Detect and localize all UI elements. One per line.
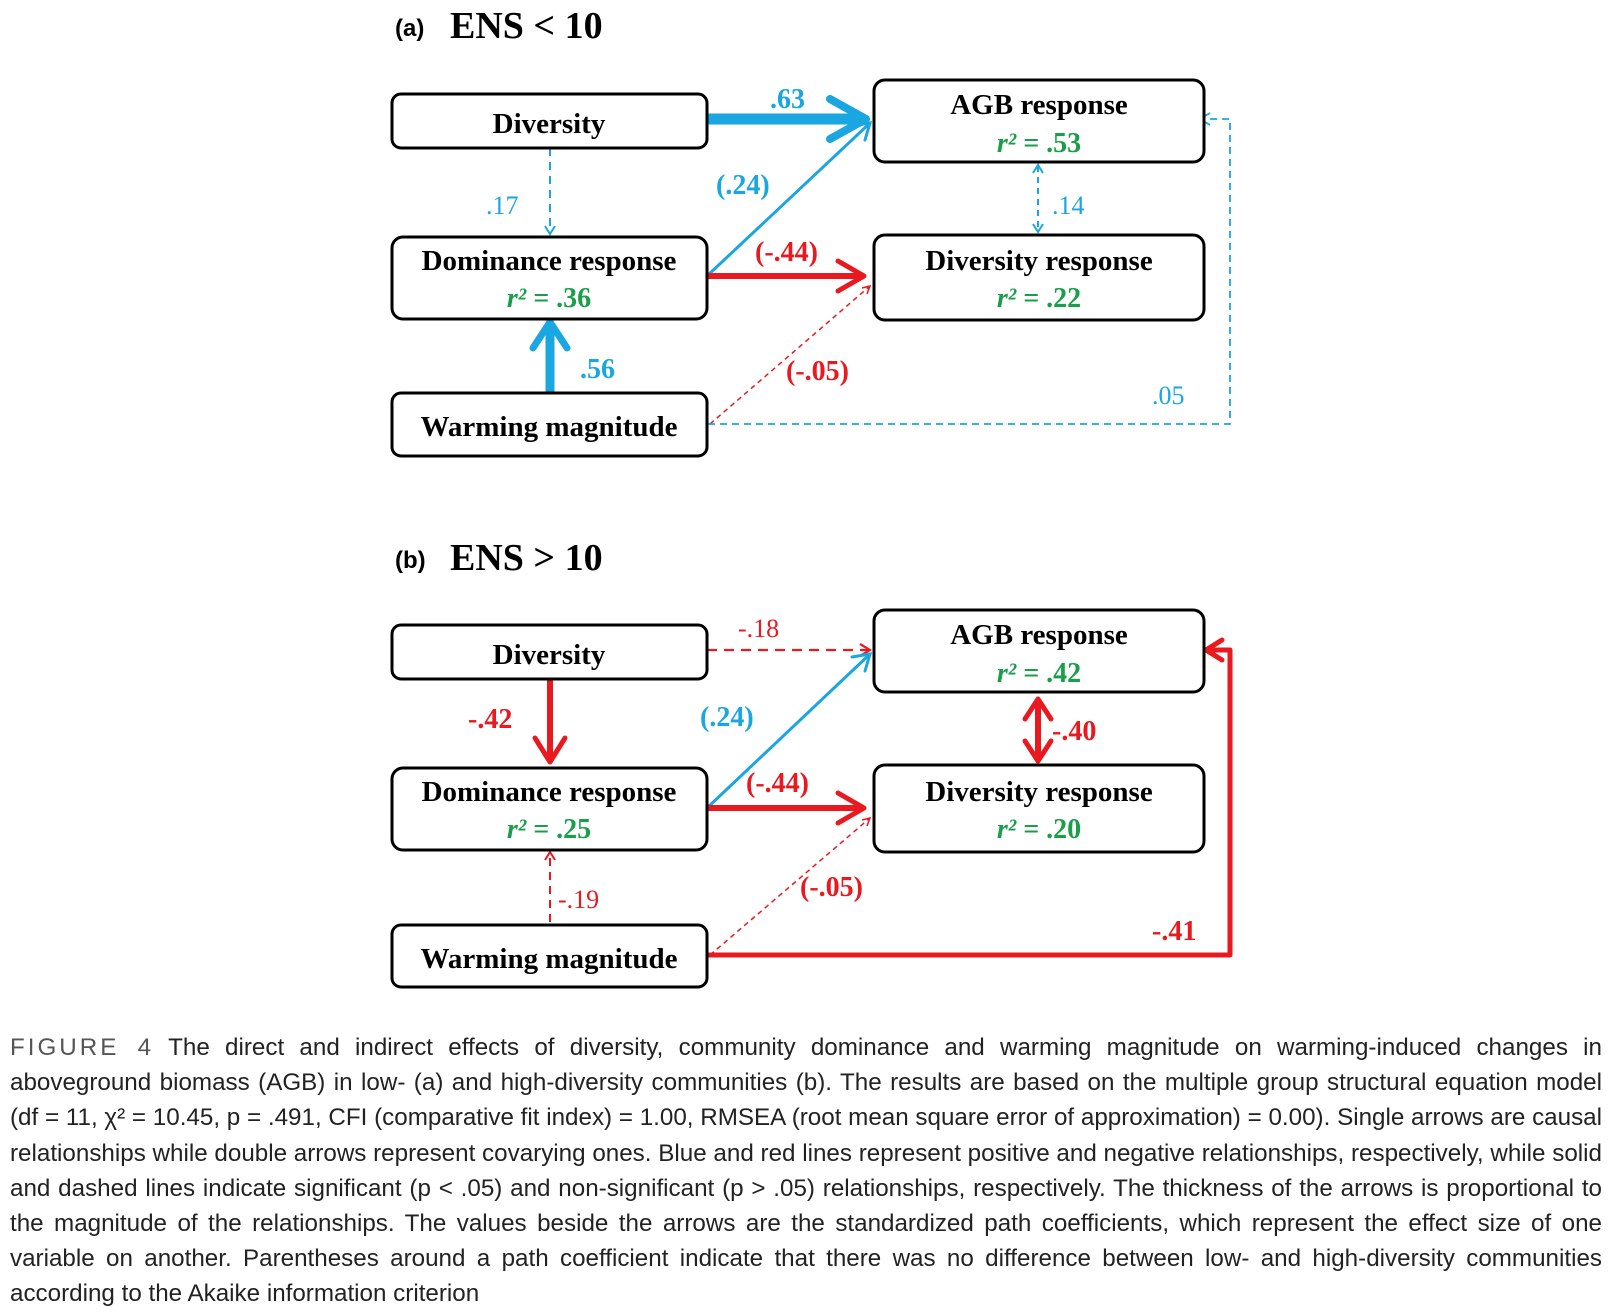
coef-b-warming-agb: -.41 xyxy=(1152,916,1196,947)
r2-prefix: r² = xyxy=(507,814,556,845)
panel-b-label: (b) xyxy=(395,547,426,574)
box-b-divresp-r2: r² = .20 xyxy=(997,814,1081,845)
path-b-diversity-dominance xyxy=(532,677,568,765)
path-a-diversity-dominance xyxy=(544,148,556,236)
path-b-dominance-divresp xyxy=(704,790,867,826)
box-b-agb-label: AGB response xyxy=(950,619,1128,651)
box-b-divresp: Diversity response r² = .20 xyxy=(872,763,1206,854)
r2-prefix: r² = xyxy=(997,814,1046,845)
coef-a-warming-divresp: (-.05) xyxy=(786,356,849,387)
path-a-dominance-divresp xyxy=(704,258,867,294)
box-b-dominance-label: Dominance response xyxy=(422,776,677,808)
r2-prefix: r² = xyxy=(507,283,556,314)
coef-a-diversity-dominance: .17 xyxy=(486,191,519,220)
r2-prefix: r² = xyxy=(997,128,1046,159)
box-b-diversity: Diversity xyxy=(390,623,709,681)
box-a-dominance-r2: r² = .36 xyxy=(507,283,591,314)
coef-a-diversity-agb: .63 xyxy=(770,84,805,115)
panel-a-title: ENS < 10 xyxy=(450,5,603,47)
caption-text: The direct and indirect effects of diver… xyxy=(10,1034,1602,1308)
path-a-warming-dominance xyxy=(529,318,571,397)
r2-value: .42 xyxy=(1046,658,1081,689)
coef-b-diversity-agb: -.18 xyxy=(738,614,779,643)
r2-value: .25 xyxy=(556,814,591,845)
box-b-divresp-label: Diversity response xyxy=(925,776,1153,808)
coef-a-dominance-agb: (.24) xyxy=(716,170,770,201)
r2-value: .53 xyxy=(1046,128,1081,159)
path-b-dominance-agb xyxy=(705,652,873,810)
box-a-dominance-label: Dominance response xyxy=(422,245,677,277)
r2-prefix: r² = xyxy=(997,283,1046,314)
coef-b-warming-dominance: -.19 xyxy=(558,885,599,914)
path-b-warming-agb xyxy=(705,637,1233,958)
path-b-warming-divresp xyxy=(709,816,872,956)
coef-b-agb-divresp: -.40 xyxy=(1052,716,1096,747)
coef-a-warming-agb: .05 xyxy=(1152,381,1185,410)
box-a-warming-label: Warming magnitude xyxy=(421,411,678,443)
box-b-warming: Warming magnitude xyxy=(390,923,709,989)
coef-b-warming-divresp: (-.05) xyxy=(800,872,863,903)
panel-a: (a) ENS < 10 .63 .17 (.24) (-.44) xyxy=(390,5,1231,458)
coef-a-warming-dominance: .56 xyxy=(580,354,615,385)
coef-a-agb-divresp: .14 xyxy=(1052,191,1085,220)
panel-b: (b) ENS > 10 -.18 -.42 (.24) (-.44) xyxy=(390,537,1233,989)
box-a-divresp-r2: r² = .22 xyxy=(997,283,1081,314)
r2-prefix: r² = xyxy=(997,658,1046,689)
panel-a-label: (a) xyxy=(395,15,424,42)
box-a-agb-label: AGB response xyxy=(950,89,1128,121)
box-b-agb: AGB response r² = .42 xyxy=(872,608,1206,694)
box-b-agb-r2: r² = .42 xyxy=(997,658,1081,689)
box-b-dominance-r2: r² = .25 xyxy=(507,814,591,845)
coef-b-dominance-agb: (.24) xyxy=(700,702,754,733)
box-b-warming-label: Warming magnitude xyxy=(421,943,678,975)
box-a-divresp-label: Diversity response xyxy=(925,245,1153,277)
box-a-diversity: Diversity xyxy=(390,92,709,150)
sem-diagram: (a) ENS < 10 .63 .17 (.24) (-.44) xyxy=(390,5,1233,989)
r2-value: .20 xyxy=(1046,814,1081,845)
box-b-diversity-label: Diversity xyxy=(493,639,606,671)
box-a-divresp: Diversity response r² = .22 xyxy=(872,233,1206,322)
path-b-diversity-agb xyxy=(707,643,873,657)
path-b-agb-divresp xyxy=(1022,696,1054,764)
path-a-agb-divresp xyxy=(1032,163,1044,234)
box-a-agb-r2: r² = .53 xyxy=(997,128,1081,159)
path-a-warming-divresp xyxy=(709,284,872,425)
box-a-agb: AGB response r² = .53 xyxy=(872,78,1206,164)
box-a-warming: Warming magnitude xyxy=(390,391,709,458)
path-a-dominance-agb xyxy=(705,121,873,278)
box-b-dominance: Dominance response r² = .25 xyxy=(390,766,709,852)
coef-b-diversity-dominance: -.42 xyxy=(468,704,512,735)
path-b-warming-dominance xyxy=(544,850,556,922)
box-a-dominance: Dominance response r² = .36 xyxy=(390,235,709,321)
path-a-diversity-agb xyxy=(701,95,870,143)
coef-a-dominance-divresp: (-.44) xyxy=(755,237,818,268)
caption-lead: FIGURE 4 xyxy=(10,1034,155,1061)
panel-b-title: ENS > 10 xyxy=(450,537,603,579)
r2-value: .36 xyxy=(556,283,591,314)
box-a-diversity-label: Diversity xyxy=(493,108,606,140)
r2-value: .22 xyxy=(1046,283,1081,314)
coef-b-dominance-divresp: (-.44) xyxy=(746,768,809,799)
